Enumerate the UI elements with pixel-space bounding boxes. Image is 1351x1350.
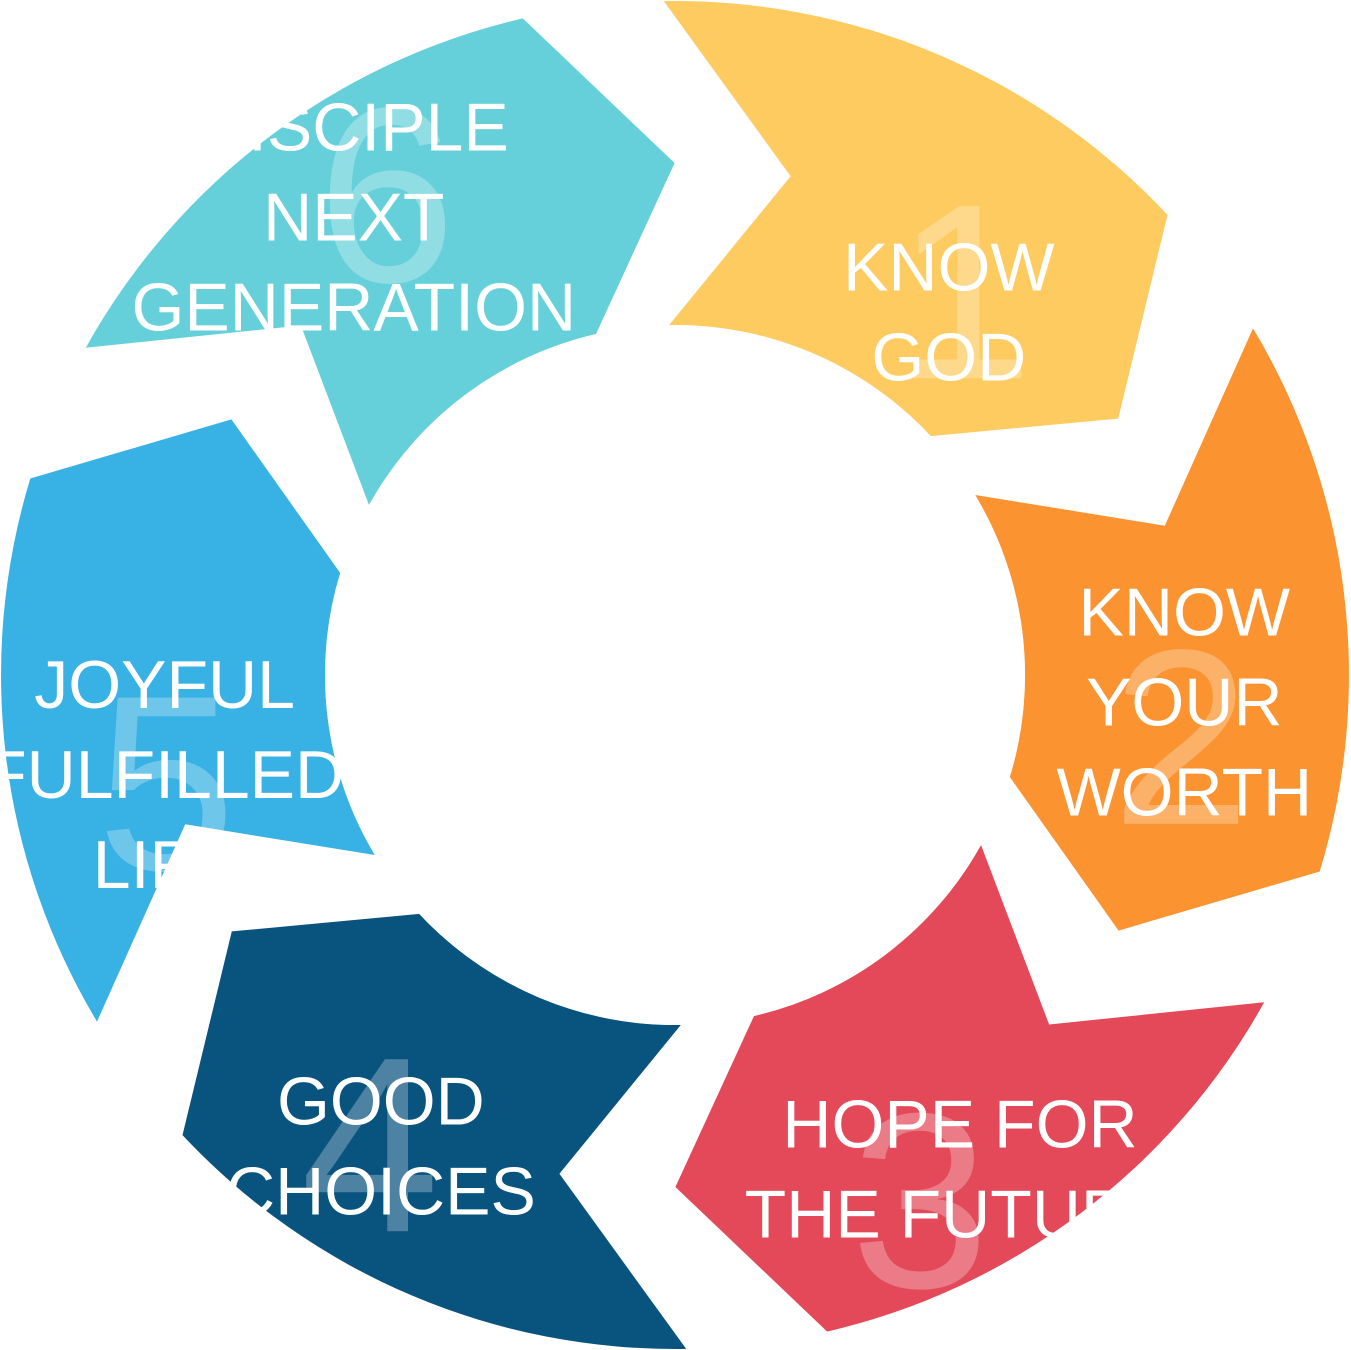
segment-label-line: LIFE <box>93 827 237 903</box>
wheel-segment-4 <box>182 913 687 1349</box>
segment-label-1: KNOW GOD <box>843 230 1055 396</box>
segment-label-line: YOUR <box>1086 665 1282 741</box>
segment-label-2: KNOW YOUR WORTH <box>1056 575 1312 831</box>
segment-number-3: 3 <box>851 1061 990 1340</box>
wheel-segment-5 <box>1 419 375 1022</box>
segment-label-line: HOPE FOR <box>782 1087 1137 1163</box>
segment-number-4: 4 <box>300 1005 439 1284</box>
segment-label-line: DISCIPLE <box>199 89 509 165</box>
segment-label-line: GOOD <box>277 1064 485 1140</box>
segment-label-line: WORTH <box>1056 755 1312 831</box>
wheel-segment-3 <box>675 845 1265 1332</box>
segment-label-line: GENERATION <box>132 269 577 345</box>
wheel-segment-6 <box>85 18 675 506</box>
segment-label-line: JOYFUL <box>34 647 295 723</box>
segment-label-line: KNOW <box>843 230 1055 306</box>
segment-number-5: 5 <box>97 644 236 923</box>
segment-label-3: HOPE FOR THE FUTURE <box>745 1087 1176 1253</box>
wheel-center-hole <box>325 325 1025 1025</box>
segment-label-line: NEXT <box>263 179 444 255</box>
segment-label-line: GOD <box>871 320 1026 396</box>
segment-label-6: DISCIPLE NEXT GENERATION <box>132 89 577 345</box>
segment-number-6: 6 <box>317 56 456 335</box>
segment-label-line: KNOW <box>1079 575 1291 651</box>
segment-label-line: THE FUTURE <box>745 1177 1176 1253</box>
segment-label-4: GOOD CHOICES <box>226 1064 536 1230</box>
wheel-segment-2 <box>975 328 1349 931</box>
segment-number-1: 1 <box>894 152 1033 431</box>
segment-number-2: 2 <box>1112 598 1251 877</box>
segment-label-line: FULFILLED <box>0 737 344 813</box>
segment-label-5: JOYFUL FULFILLED LIFE <box>0 647 344 903</box>
wheel-segment-1 <box>663 1 1168 437</box>
segment-label-line: CHOICES <box>226 1154 536 1230</box>
